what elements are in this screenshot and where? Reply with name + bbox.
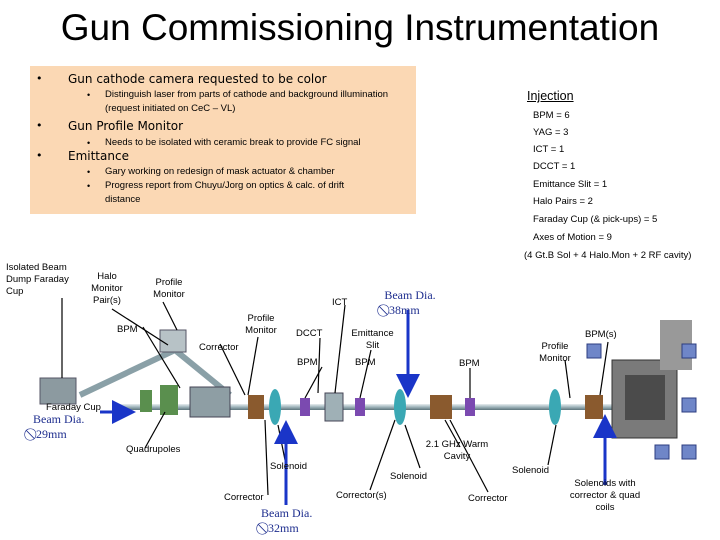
faraday-cup-body (39, 377, 77, 405)
dcct (324, 392, 344, 422)
bpm-button (355, 398, 365, 416)
injection-item: Halo Pairs = 2 (533, 196, 593, 207)
solenoid (549, 389, 561, 425)
leader-lines (61, 298, 609, 496)
label-correctors: Corrector(s) (336, 490, 387, 501)
label-profile-monitor: Profile Monitor (539, 341, 571, 364)
label-bpm: BPM (355, 357, 376, 368)
square-marker (586, 343, 602, 359)
chamber (189, 386, 231, 418)
label-bpm: BPM (117, 324, 138, 335)
label-solenoid: Solenoid (512, 465, 549, 476)
label-bpms: BPM(s) (585, 329, 617, 340)
injection-item: Axes of Motion = 9 (533, 232, 612, 243)
label-bpm: BPM (297, 357, 318, 368)
label-isolated-dump: Isolated Beam Dump Faraday Cup (6, 262, 69, 297)
label-beam-dia-bottom-value: ⃠ 32mm (265, 521, 299, 535)
label-warm-cavity: 2.1 GHz Warm Cavity (425, 439, 489, 462)
bpm-button (300, 398, 310, 416)
bullet-camera: •Gun cathode camera requested to be colo… (36, 72, 327, 86)
label-beam-dia-bottom: Beam Dia. (261, 506, 313, 520)
notes-panel: •Gun cathode camera requested to be colo… (30, 66, 416, 214)
injection-note: (4 Gt.B Sol + 4 Halo.Mon + 2 RF cavity) (524, 250, 692, 261)
label-corrector: Corrector (224, 492, 264, 503)
quadrupole-magnet (160, 385, 178, 415)
beam-pipe (120, 404, 640, 410)
beam-diameter-arrows (100, 310, 617, 505)
gun-cavity (625, 375, 665, 420)
square-marker (681, 444, 697, 460)
sub-bullet: •Progress report from Chuyu/Jorg on opti… (87, 180, 345, 205)
beam-dump-body (159, 329, 187, 353)
label-beam-dia-top: Beam Dia. (384, 288, 436, 302)
label-corrector: Corrector (199, 342, 239, 353)
label-profile-monitor: Profile Monitor (245, 313, 277, 336)
corrector-coil (585, 395, 603, 419)
label-halo-monitor: Halo Monitor Pair(s) (91, 271, 123, 306)
bpm-button (465, 398, 475, 416)
label-emittance-slit: Emittance Slit (351, 328, 394, 351)
injection-item: ICT = 1 (533, 144, 565, 155)
injection-item: YAG = 3 (533, 127, 569, 138)
label-dcct: DCCT (296, 328, 323, 339)
solenoid (394, 389, 406, 425)
label-faraday-cup: Faraday Cup (46, 402, 101, 413)
slide-title: Gun Commissioning Instrumentation (60, 7, 660, 48)
label-ict: ICT (332, 297, 348, 308)
bullet-emittance: •Emittance (36, 149, 129, 163)
sub-bullet: •Distinguish laser from parts of cathode… (87, 89, 389, 114)
label-profile-monitor: Profile Monitor (153, 277, 185, 300)
label-solenoid: Solenoid (390, 471, 427, 482)
solenoid (269, 389, 281, 425)
quadrupole-magnet (140, 390, 152, 412)
label-quadrupoles: Quadrupoles (126, 444, 181, 455)
square-marker (654, 444, 670, 460)
injection-heading: Injection (527, 89, 574, 103)
injection-item: DCCT = 1 (533, 161, 576, 172)
square-marker (681, 343, 697, 359)
label-beam-dia-left-value: ⃠ 29mm (33, 427, 67, 441)
label-beam-dia-left: Beam Dia. (33, 412, 85, 426)
injection-item: Emittance Slit = 1 (533, 179, 608, 190)
corrector-coil (248, 395, 264, 419)
bullet-profile: •Gun Profile Monitor (36, 119, 184, 133)
label-beam-dia-top-value: ⃠ 38mm (386, 303, 420, 317)
label-bpm: BPM (459, 358, 480, 369)
label-corrector: Corrector (468, 493, 508, 504)
injection-item: Faraday Cup (& pick-ups) = 5 (533, 214, 658, 225)
corrector-coil (430, 395, 452, 419)
label-solenoids-with-coils: Solenoids with corrector & quad coils (569, 478, 641, 513)
label-solenoid: Solenoid (270, 461, 307, 472)
sub-bullet: •Needs to be isolated with ceramic break… (87, 137, 361, 148)
sub-bullet: •Gary working on redesign of mask actuat… (87, 166, 335, 177)
square-marker (681, 397, 697, 413)
injection-item: BPM = 6 (533, 110, 570, 121)
